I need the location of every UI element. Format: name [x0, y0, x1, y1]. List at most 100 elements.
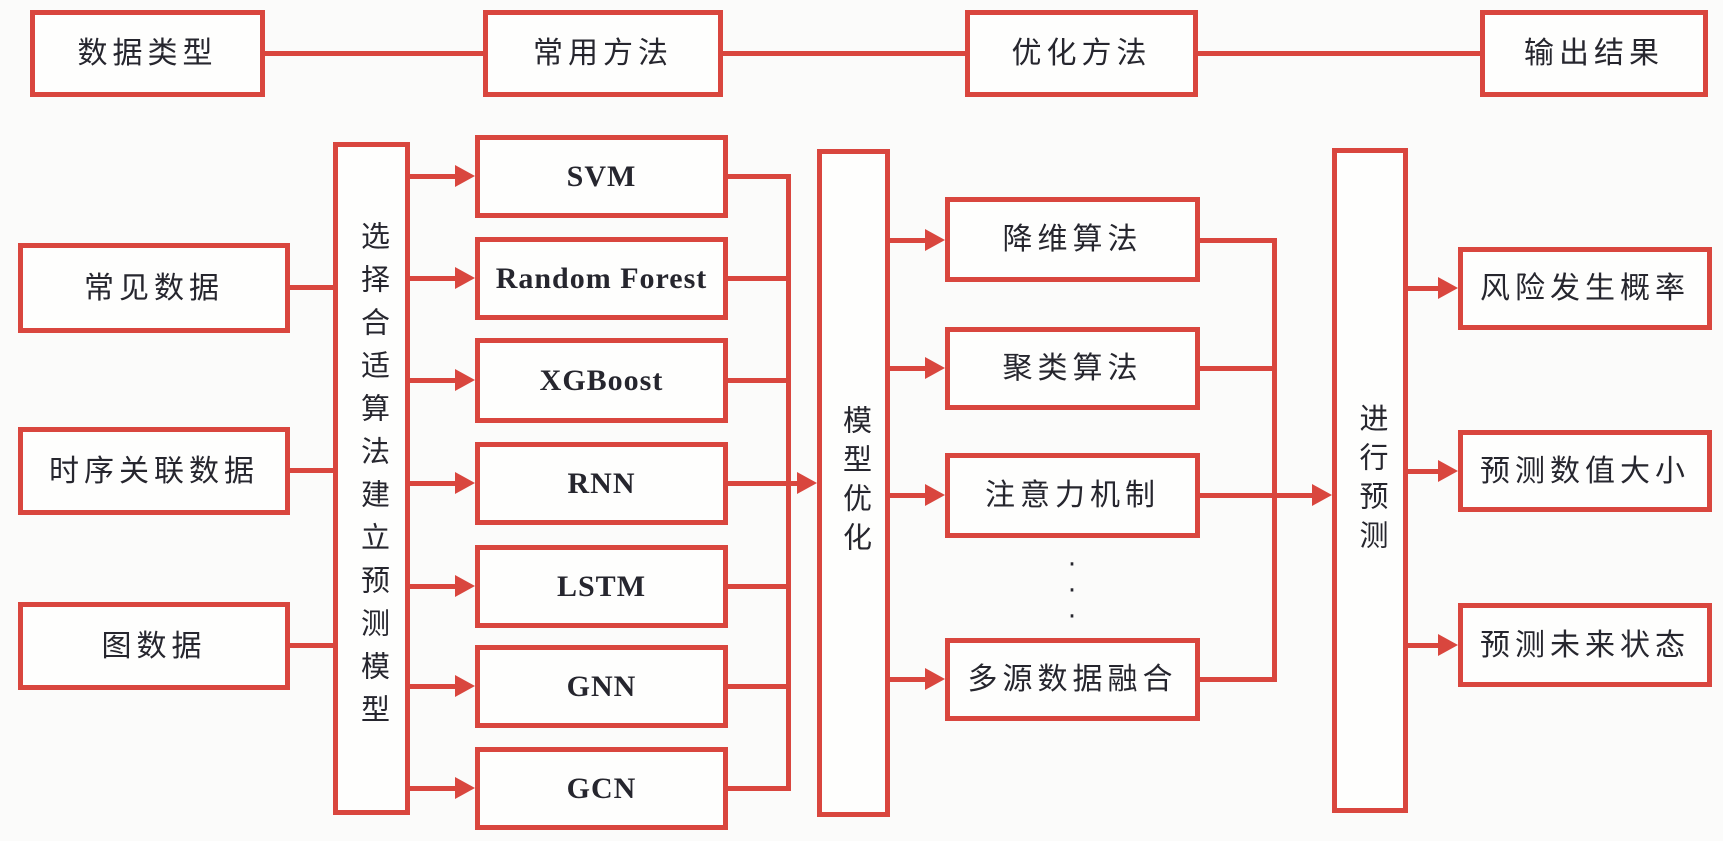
arrowhead-multi-source [925, 668, 945, 690]
method-label-xgboost: XGBoost [539, 364, 664, 397]
optimization-label-attention: 注意力机制 [985, 479, 1160, 512]
output-box-predicted-value: 预测数值大小 [1458, 430, 1712, 512]
label-common-data: 常见数据 [84, 271, 224, 305]
method-box-gcn: GCN [475, 747, 728, 830]
header-box-common-methods: 常用方法 [483, 10, 723, 97]
connector-predict-to-predicted-value [1408, 469, 1440, 474]
prediction-box: 进行预测 [1332, 148, 1408, 813]
connector-optimize-to-multi-source [890, 677, 927, 682]
header-label-common-methods: 常用方法 [533, 37, 673, 70]
connector-random-forest-out [728, 276, 789, 281]
output-label-risk-probability: 风险发生概率 [1480, 272, 1690, 305]
header-label-optimization-methods: 优化方法 [1011, 37, 1152, 70]
arrowhead-model-optimize [797, 472, 817, 494]
arrowhead-dimension-reduction [925, 229, 945, 251]
box-common-data: 常见数据 [18, 243, 290, 333]
connector-dimension-reduction-out [1200, 238, 1277, 243]
box-graph-data: 图数据 [18, 602, 290, 690]
connector-select-to-rnn [410, 481, 457, 486]
optimization-box-multi-source-fusion: 多源数据融合 [945, 638, 1200, 721]
method-box-rnn: RNN [475, 442, 728, 525]
arrowhead-rnn [455, 472, 475, 494]
optimization-label-multi-source-fusion: 多源数据融合 [967, 663, 1178, 696]
connector-optimize-to-clustering [890, 366, 927, 371]
header-box-data-types: 数据类型 [30, 10, 265, 97]
ellipsis-dot: · [1067, 576, 1077, 606]
label-graph-data: 图数据 [101, 629, 207, 663]
header-box-output-results: 输出结果 [1480, 10, 1708, 97]
label-time-series-data: 时序关联数据 [49, 454, 259, 488]
method-label-gnn: GNN [566, 670, 637, 703]
optimization-label-clustering: 聚类算法 [1002, 352, 1143, 385]
connector-select-to-gnn [410, 684, 457, 689]
ellipsis-dot: · [1067, 550, 1077, 580]
connector-time-series-to-select [290, 468, 333, 473]
arrowhead-risk-probability [1438, 277, 1458, 299]
connector-gcn-out [728, 786, 789, 791]
arrowhead-random-forest [455, 267, 475, 289]
connector-header-3-4 [1198, 51, 1480, 56]
arrowhead-gnn [455, 675, 475, 697]
arrowhead-xgboost [455, 369, 475, 391]
method-label-gcn: GCN [566, 772, 637, 805]
connector-select-to-lstm [410, 584, 457, 589]
prediction-label: 进行预测 [1354, 402, 1387, 559]
connector-select-to-gcn [410, 786, 457, 791]
optimization-box-attention: 注意力机制 [945, 453, 1200, 538]
connector-header-1-2 [265, 51, 483, 56]
box-time-series-data: 时序关联数据 [18, 427, 290, 515]
method-label-lstm: LSTM [556, 570, 647, 603]
method-box-gnn: GNN [475, 645, 728, 728]
output-label-predicted-value: 预测数值大小 [1480, 454, 1690, 488]
connector-optimize-to-attention [890, 493, 927, 498]
connector-common-data-to-select [290, 285, 333, 290]
method-box-lstm: LSTM [475, 545, 728, 628]
connector-header-2-3 [723, 51, 965, 56]
ellipsis-dot: · [1067, 602, 1077, 632]
connector-rnn-out [728, 481, 789, 486]
connector-select-to-xgboost [410, 378, 457, 383]
connector-gnn-out [728, 684, 789, 689]
connector-attention-out [1200, 493, 1315, 498]
connector-select-to-random-forest [410, 276, 457, 281]
optimization-label-dimension-reduction: 降维算法 [1002, 223, 1143, 256]
select-model-box: 选择合适算法建立预测模型 [333, 142, 410, 815]
header-label-data-types: 数据类型 [77, 37, 218, 70]
arrowhead-predict [1312, 484, 1332, 506]
method-label-rnn: RNN [567, 467, 636, 500]
ellipsis-dots: · · · [1058, 550, 1086, 630]
method-label-random-forest: Random Forest [495, 262, 708, 295]
method-box-xgboost: XGBoost [475, 338, 728, 423]
output-box-risk-probability: 风险发生概率 [1458, 247, 1712, 330]
model-optimization-box: 模型优化 [817, 149, 890, 817]
arrowhead-clustering [925, 357, 945, 379]
method-label-svm: SVM [566, 160, 637, 193]
select-model-label: 选择合适算法建立预测模型 [356, 220, 389, 737]
output-label-future-state: 预测未来状态 [1480, 628, 1690, 662]
connector-clustering-out [1200, 366, 1277, 371]
connector-predict-to-future-state [1408, 643, 1440, 648]
collector-line-optimizations [1272, 238, 1277, 682]
model-optimization-label: 模型优化 [838, 405, 871, 561]
header-box-optimization-methods: 优化方法 [965, 10, 1198, 97]
optimization-box-clustering: 聚类算法 [945, 327, 1200, 410]
arrowhead-predicted-value [1438, 460, 1458, 482]
connector-xgboost-out [728, 378, 789, 383]
connector-graph-data-to-select [290, 643, 333, 648]
arrowhead-future-state [1438, 634, 1458, 656]
header-label-output-results: 输出结果 [1524, 37, 1664, 70]
arrowhead-gcn [455, 777, 475, 799]
connector-select-to-svm [410, 174, 457, 179]
connector-optimize-to-dimension-reduction [890, 238, 927, 243]
connector-predict-to-risk-probability [1408, 286, 1440, 291]
connector-multi-source-out [1200, 677, 1277, 682]
arrowhead-attention [925, 484, 945, 506]
optimization-box-dimension-reduction: 降维算法 [945, 197, 1200, 282]
arrowhead-lstm [455, 575, 475, 597]
method-box-svm: SVM [475, 135, 728, 218]
connector-lstm-out [728, 584, 789, 589]
output-box-future-state: 预测未来状态 [1458, 603, 1712, 687]
connector-svm-out [728, 174, 789, 179]
arrowhead-svm [455, 165, 475, 187]
